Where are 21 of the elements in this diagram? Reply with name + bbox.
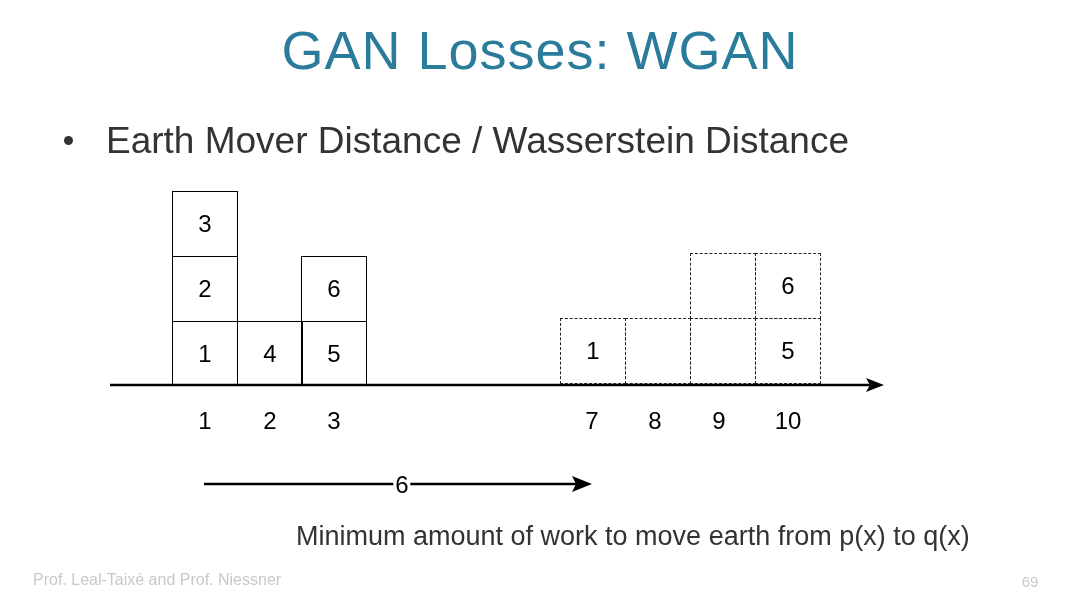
axis-tick-label: 1 <box>198 409 212 433</box>
target-slot <box>625 318 691 384</box>
axis-tick-label: 2 <box>263 409 277 433</box>
axis-tick-label: 8 <box>648 409 662 433</box>
target-slot <box>690 253 756 319</box>
caption-text: Minimum amount of work to move earth from p(x) to q(x) <box>296 522 970 550</box>
earth-block: 2 <box>172 256 238 322</box>
earth-block: 6 <box>301 256 367 322</box>
target-slot: 6 <box>755 253 821 319</box>
target-slot <box>690 318 756 384</box>
axis-tick-label: 10 <box>774 409 802 433</box>
earth-block: 4 <box>237 321 303 386</box>
target-slot: 5 <box>755 318 821 384</box>
target-slot: 1 <box>560 318 626 384</box>
bullet-text: Earth Mover Distance / Wasserstein Distance <box>106 121 849 159</box>
axis-tick-label: 9 <box>712 409 726 433</box>
earth-block: 5 <box>301 321 367 386</box>
axis-tick-label: 7 <box>585 409 599 433</box>
axis-tick-label: 3 <box>327 409 341 433</box>
earth-block: 3 <box>172 191 238 257</box>
slide-title: GAN Losses: WGAN <box>281 23 799 77</box>
